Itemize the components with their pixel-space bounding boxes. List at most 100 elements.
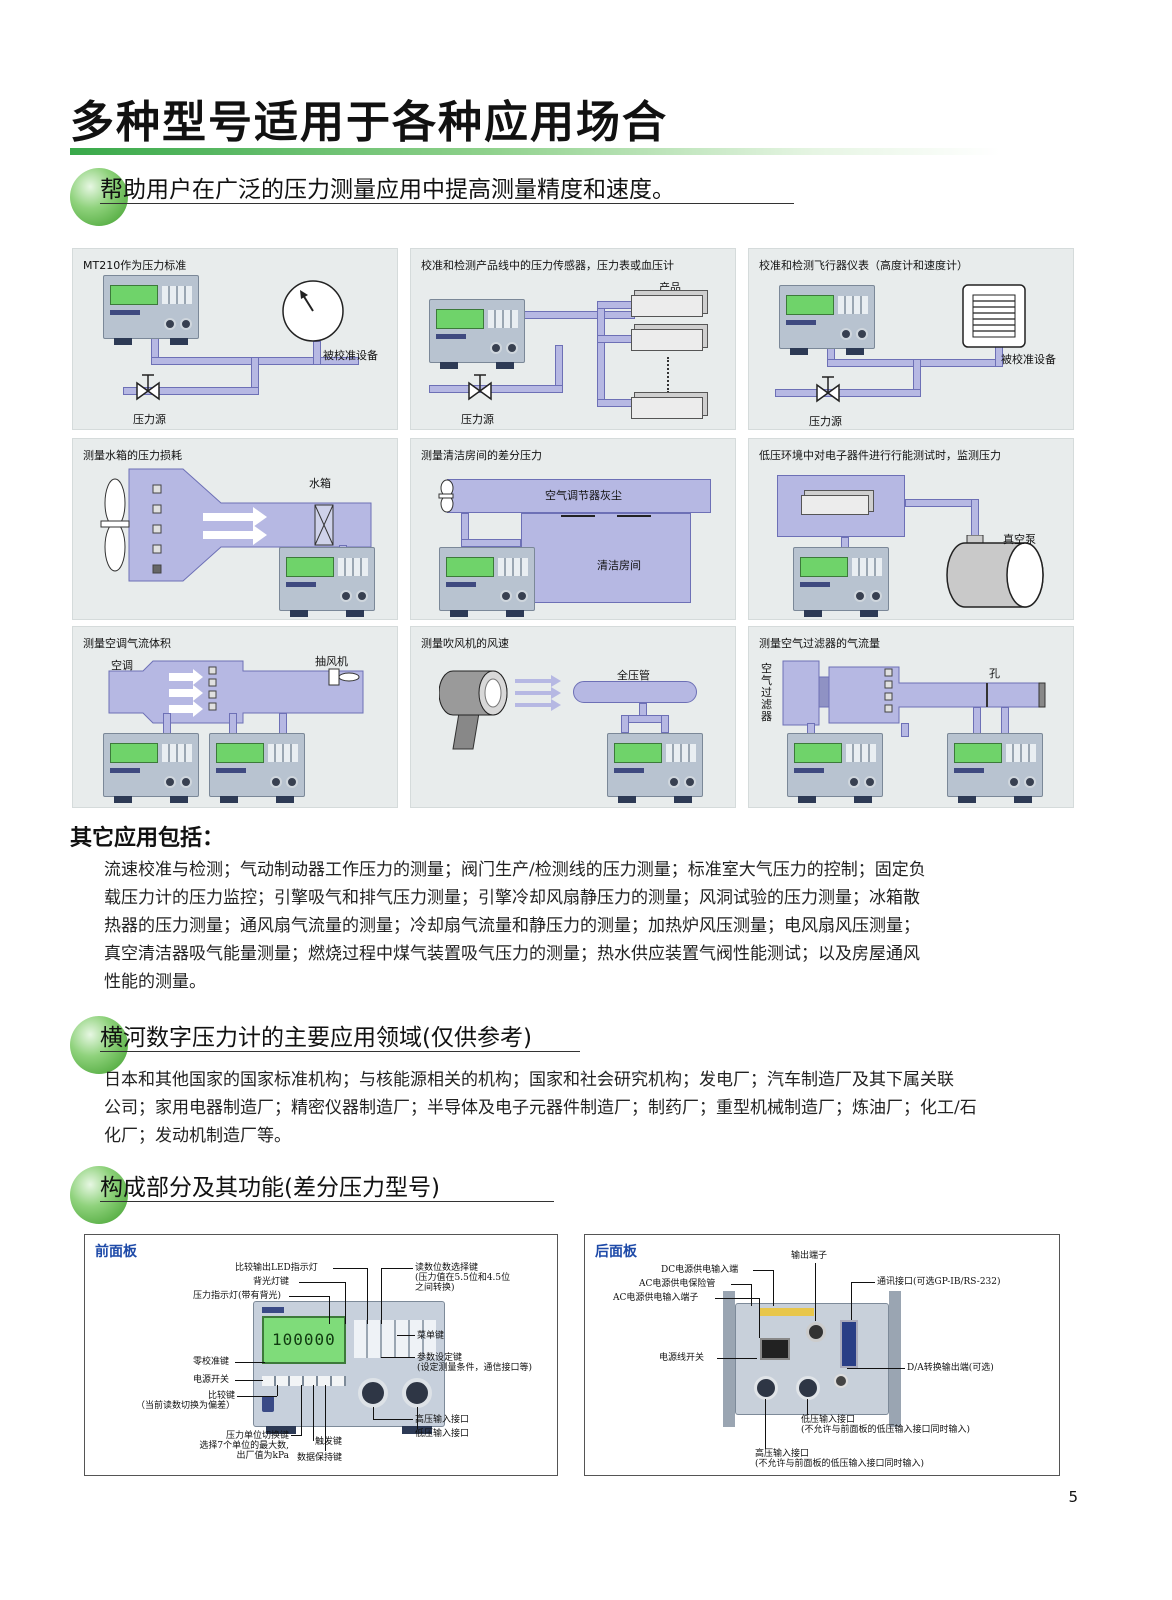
filter-line [561,515,595,517]
valve-icon [136,374,160,401]
heading-underline [100,203,794,204]
source-label: 压力源 [133,413,166,426]
airflow-arrows [515,675,561,711]
pipe [775,389,921,397]
clean-room [521,513,691,603]
other-apps-heading: 其它应用包括： [70,825,225,851]
panel-caption: 测量空气过滤器的气流量 [759,637,880,650]
green-ball-icon [70,1166,128,1224]
pressure-meter-device [103,733,199,803]
pipe [597,301,605,407]
hole-label: 孔 [989,667,1000,680]
panel-caption: 测量吹风机的风速 [421,637,509,650]
high-rear-port-icon [754,1376,778,1400]
key-row[interactable] [262,1376,346,1386]
label-unit-key: 压力单位切换键 选择7个单位的最大数, 出厂值为kPa [199,1431,289,1461]
fields-line: 化厂；发动机制造厂等。 [104,1126,291,1146]
other-apps-line: 真空清洁器吸气能量测量；燃烧过程中煤气装置吸气压力的测量；热水供应装置气阀性能测… [104,944,920,964]
pipe [597,335,635,343]
pressure-meter-device [793,547,889,617]
warning-label [760,1308,814,1316]
label-comm-port: 通讯接口(可选GP-IB/RS-232) [877,1277,1001,1287]
front-panel-title: 前面板 [95,1244,137,1260]
section-heading-text: 帮助用户在广泛的压力测量应用中提高测量精度和速度。 [100,177,675,203]
instrument-front: 100000 [253,1301,445,1434]
low-port-icon [402,1378,432,1408]
pressure-meter-device [779,285,875,355]
page-number: 5 [1068,1488,1078,1506]
label-backlight-key: 背光灯键 [253,1277,290,1287]
label-output-terminal: 输出端子 [791,1251,828,1261]
green-ball-icon [70,168,128,226]
pressure-meter-device [209,733,305,803]
label-hold-key: 数据保持键 [297,1453,343,1463]
pitot-label: 全压管 [617,669,650,682]
ac-label: 空调 [111,659,133,672]
pressure-gauge-icon [282,280,344,342]
other-apps-line: 流速校准与检测；气动制动器工作压力的测量；阀门生产/检测线的压力测量；标准室大气… [104,860,926,880]
label-zero-key: 零校准键 [193,1357,230,1367]
source-label: 压力源 [461,413,494,426]
device-label: 被校准设备 [1001,353,1056,366]
vacuum-pump-icon [946,535,1044,608]
product-label: 产品 [659,281,681,294]
da-output [834,1374,848,1388]
label-da-output: D/A转换输出端(可选) [907,1363,994,1373]
duct-shape [782,660,1046,726]
label-high-port: 高压输入接口 [415,1415,470,1425]
app-panel-vacuum-test: 低压环境中对电子器件进行行能测试时，监测压力 真空泵 [748,438,1074,620]
power-switch[interactable] [262,1396,274,1412]
panel-caption: 校准和检测产品线中的压力传感器，压力表或血压计 [421,259,674,272]
duct-shape [108,660,364,724]
label-ac-fuse: AC电源供电保险管 [639,1279,716,1289]
pressure-meter-device [439,547,535,617]
app-panel-aircraft-instruments: 校准和检测飞行器仪表（高度计和速度计） 被校准设备 压力源 [748,248,1074,430]
panel-caption: 测量清洁房间的差分压力 [421,449,542,462]
label-power-line-switch: 电源线开关 [659,1353,705,1363]
app-panel-ac-airflow: 测量空调气流体积 空调 抽风机 [72,626,398,808]
rear-panel-title: 后面板 [595,1244,637,1260]
product-box [631,295,703,317]
pressure-meter-device [429,299,525,369]
pressure-meter-device [787,733,883,803]
device-label: 被校准设备 [323,349,378,362]
label-digit-key: 读数位数选择键 (压力值在5.5位和4.5位 之间转换) [415,1263,511,1293]
fields-line: 公司；家用电器制造厂；精密仪器制造厂；半导体及电子元器件制造厂；制药厂；重型机械… [104,1098,977,1118]
pressure-meter-device [947,733,1043,803]
blower-icon [439,670,508,750]
electronic-device [801,495,869,515]
valve-icon [816,376,840,403]
pipe [597,399,635,407]
app-panel-cleanroom: 测量清洁房间的差分压力 空气调节器灰尘 清洁房间 [410,438,736,620]
pipe [461,539,521,547]
pipe [621,715,629,733]
panel-caption: 测量水箱的压力损耗 [83,449,182,462]
green-ball-icon [70,1016,128,1074]
output-terminal [806,1322,826,1342]
label-trigger-key: 触发键 [315,1437,343,1447]
app-panel-blower-speed: 测量吹风机的风速 全压管 [410,626,736,808]
dotted-continuation [667,357,669,393]
pipe [313,341,321,365]
air-duct [447,479,711,513]
filter-line [617,515,651,517]
product-box [631,329,703,351]
label-menu-key: 菜单键 [417,1331,445,1341]
pipe [901,723,909,737]
pitot-tube [573,681,697,703]
key-grid[interactable] [354,1320,436,1358]
pipe [429,385,563,393]
heading-underline [100,1201,554,1202]
section-heading-components: 构成部分及其功能(差分压力型号) [70,1166,570,1226]
label-led: 比较输出LED指示灯 [235,1263,318,1273]
low-rear-port-icon [796,1376,820,1400]
pipe [905,499,979,507]
duct-label: 空气调节器灰尘 [545,489,622,502]
ac-inlet [760,1338,790,1360]
product-box [631,397,703,419]
pipe [973,707,981,735]
label-power-switch: 电源开关 [193,1375,230,1385]
panel-caption: 低压环境中对电子器件进行行能测试时，监测压力 [759,449,1001,462]
pressure-meter-device [607,733,703,803]
label-low-port: 低压输入接口 [415,1429,470,1439]
